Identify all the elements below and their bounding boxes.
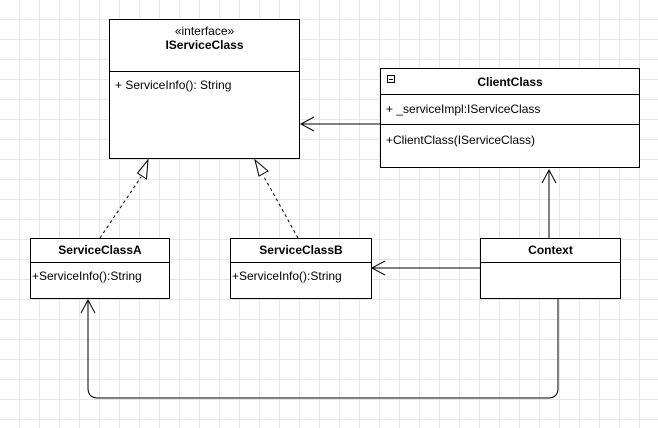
class-iservice-method: + ServiceInfo(): String	[115, 78, 232, 92]
realization-line-service-a	[99, 176, 142, 239]
class-iservice-name: IServiceClass	[165, 38, 244, 52]
association-client-iservice[interactable]	[299, 116, 380, 132]
class-iservice[interactable]: «interface» IServiceClass + ServiceInfo(…	[109, 19, 300, 159]
class-client-header: ClientClass	[381, 69, 639, 95]
arrowhead-service-a	[80, 298, 96, 314]
class-iservice-header: «interface» IServiceClass	[110, 20, 299, 72]
arrowhead-client	[541, 168, 557, 184]
collapse-icon[interactable]	[387, 75, 395, 83]
class-service-b-name: ServiceClassB	[259, 243, 343, 257]
class-service-b[interactable]: ServiceClassB +ServiceInfo():String	[230, 238, 372, 299]
association-context-client[interactable]	[541, 168, 557, 238]
realization-service-a[interactable]	[99, 158, 149, 239]
class-client-method: +ClientClass(IServiceClass)	[386, 133, 536, 147]
class-client[interactable]: ClientClass + _serviceImpl:IServiceClass…	[380, 68, 640, 168]
class-service-b-header: ServiceClassB	[231, 239, 371, 263]
realization-line-service-b	[262, 174, 299, 239]
class-client-field: + _serviceImpl:IServiceClass	[381, 95, 639, 125]
realization-triangle-service-b	[254, 158, 269, 177]
class-service-a-name: ServiceClassA	[58, 243, 142, 257]
association-line-context-service-a	[87, 299, 559, 399]
realization-triangle-service-a	[136, 158, 149, 180]
class-service-a[interactable]: ServiceClassA +ServiceInfo():String	[30, 238, 170, 299]
class-service-a-method: +ServiceInfo():String	[32, 269, 142, 283]
arrowhead-iservice	[299, 116, 315, 132]
class-service-b-method: +ServiceInfo():String	[232, 269, 342, 283]
class-client-name: ClientClass	[477, 75, 543, 89]
class-context-header: Context	[481, 239, 620, 263]
class-iservice-stereotype: «interface»	[174, 24, 235, 38]
class-context-name: Context	[528, 243, 573, 257]
association-context-service-b[interactable]	[370, 260, 480, 276]
arrowhead-service-b	[370, 260, 386, 276]
class-service-a-header: ServiceClassA	[31, 239, 169, 263]
association-context-service-a[interactable]	[80, 298, 559, 399]
class-context[interactable]: Context	[480, 238, 621, 299]
realization-service-b[interactable]	[254, 158, 299, 239]
